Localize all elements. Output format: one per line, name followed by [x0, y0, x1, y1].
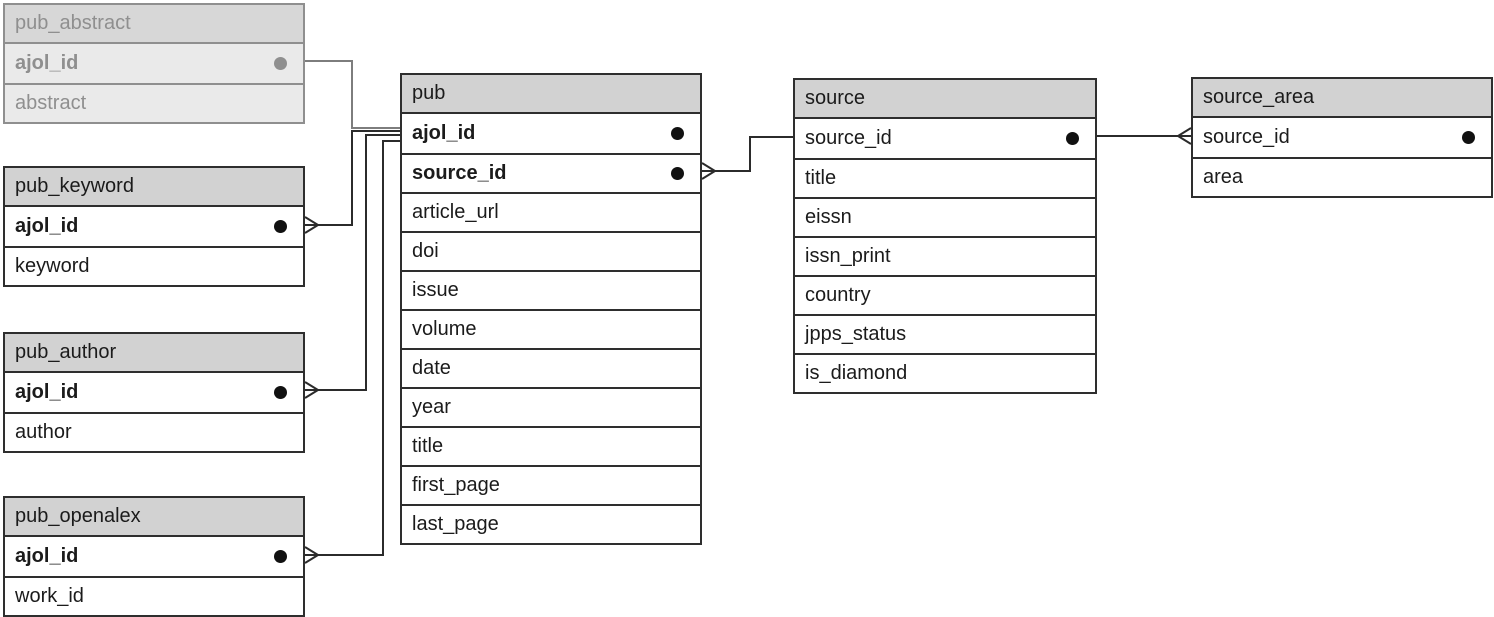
- field-name: ajol_id: [15, 545, 79, 567]
- field-name: work_id: [15, 585, 84, 607]
- field-row-is_diamond: is_diamond: [795, 353, 1095, 392]
- table-title: pub_openalex: [15, 505, 141, 527]
- field-name: area: [1203, 166, 1244, 188]
- field-row-ajol_id: ajol_id: [5, 537, 303, 576]
- field-row-volume: volume: [402, 309, 700, 348]
- field-row-first_page: first_page: [402, 465, 700, 504]
- crowfoot-many-icon: [701, 162, 716, 180]
- field-row-eissn: eissn: [795, 197, 1095, 236]
- field-name: ajol_id: [15, 52, 79, 74]
- table-title: source: [805, 87, 866, 109]
- field-name: doi: [412, 240, 439, 262]
- field-name: keyword: [15, 255, 90, 277]
- field-row-last_page: last_page: [402, 504, 700, 543]
- field-row-source_id: source_id: [795, 119, 1095, 158]
- field-row-keyword: keyword: [5, 246, 303, 285]
- field-row-ajol_id: ajol_id: [5, 207, 303, 246]
- field-name: date: [412, 357, 451, 379]
- field-row-abstract: abstract: [5, 83, 303, 122]
- crowfoot-many-icon: [304, 381, 319, 399]
- table-header: pub_openalex: [5, 498, 303, 537]
- field-row-author: author: [5, 412, 303, 451]
- table-title: pub_author: [15, 341, 117, 363]
- table-header: source: [795, 80, 1095, 119]
- crowfoot-many-icon: [304, 216, 319, 234]
- field-row-ajol_id: ajol_id: [5, 373, 303, 412]
- field-row-issn_print: issn_print: [795, 236, 1095, 275]
- table-title: pub_keyword: [15, 175, 134, 197]
- key-dot-icon: [274, 57, 287, 70]
- field-name: jpps_status: [805, 323, 907, 345]
- table-title: pub: [412, 82, 446, 104]
- key-dot-icon: [671, 167, 684, 180]
- field-row-work_id: work_id: [5, 576, 303, 615]
- table-title: source_area: [1203, 86, 1315, 108]
- relationship-line: [318, 134, 400, 391]
- field-row-doi: doi: [402, 231, 700, 270]
- field-row-ajol_id: ajol_id: [402, 114, 700, 153]
- relationship-line: [318, 130, 400, 226]
- field-name: is_diamond: [805, 362, 908, 384]
- field-name: last_page: [412, 513, 499, 535]
- field-name: author: [15, 421, 72, 443]
- field-row-issue: issue: [402, 270, 700, 309]
- relationship-line: [318, 140, 400, 556]
- field-row-source_id: source_id: [1193, 118, 1491, 157]
- field-name: ajol_id: [412, 122, 476, 144]
- field-name: year: [412, 396, 451, 418]
- field-name: ajol_id: [15, 215, 79, 237]
- table-header: source_area: [1193, 79, 1491, 118]
- key-dot-icon: [671, 127, 684, 140]
- field-name: source_id: [1203, 126, 1290, 148]
- field-name: ajol_id: [15, 381, 79, 403]
- field-name: source_id: [805, 127, 892, 149]
- field-row-country: country: [795, 275, 1095, 314]
- relationship-line: [305, 60, 400, 129]
- field-name: first_page: [412, 474, 500, 496]
- field-row-area: area: [1193, 157, 1491, 196]
- field-row-source_id: source_id: [402, 153, 700, 192]
- key-dot-icon: [274, 220, 287, 233]
- table-header: pub_author: [5, 334, 303, 373]
- field-name: eissn: [805, 206, 852, 228]
- field-row-jpps_status: jpps_status: [795, 314, 1095, 353]
- field-row-title: title: [402, 426, 700, 465]
- field-row-year: year: [402, 387, 700, 426]
- relationship-line: [715, 136, 793, 172]
- table-header: pub_keyword: [5, 168, 303, 207]
- field-name: title: [805, 167, 837, 189]
- field-name: issn_print: [805, 245, 891, 267]
- field-row-date: date: [402, 348, 700, 387]
- key-dot-icon: [1462, 131, 1475, 144]
- field-row-title: title: [795, 158, 1095, 197]
- field-name: abstract: [15, 92, 87, 114]
- table-header: pub_abstract: [5, 5, 303, 44]
- field-name: source_id: [412, 162, 507, 184]
- field-name: country: [805, 284, 871, 306]
- key-dot-icon: [274, 386, 287, 399]
- field-row-article_url: article_url: [402, 192, 700, 231]
- crowfoot-many-icon: [1177, 127, 1192, 145]
- field-row-ajol_id: ajol_id: [5, 44, 303, 83]
- field-name: issue: [412, 279, 459, 301]
- field-name: title: [412, 435, 444, 457]
- key-dot-icon: [1066, 132, 1079, 145]
- field-name: volume: [412, 318, 477, 340]
- crowfoot-many-icon: [304, 546, 319, 564]
- key-dot-icon: [274, 550, 287, 563]
- table-pub_openalex: pub_openalex ajol_id work_id: [3, 496, 305, 617]
- table-pub_abstract: pub_abstract ajol_id abstract: [3, 3, 305, 124]
- field-name: article_url: [412, 201, 499, 223]
- table-title: pub_abstract: [15, 12, 131, 34]
- table-header: pub: [402, 75, 700, 114]
